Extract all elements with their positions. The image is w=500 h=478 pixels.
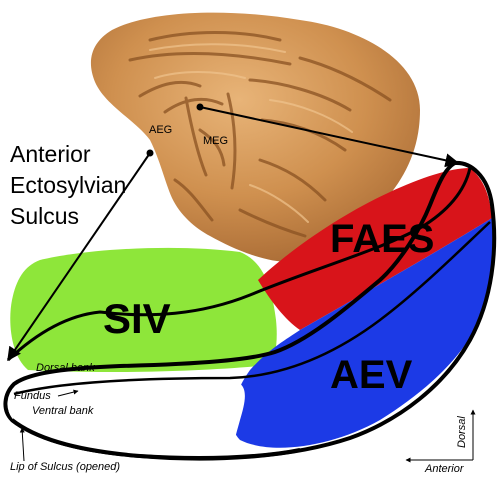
crest-line	[6, 167, 472, 362]
title-line-ectosylvian: Ectosylvian	[10, 172, 126, 198]
bank-annotations: Dorsal bank Fundus Ventral bank Lip of S…	[10, 362, 120, 473]
pointer-arrows	[6, 103, 472, 362]
lip-label: Lip of Sulcus (opened)	[10, 461, 120, 473]
sulcus-map	[3, 160, 497, 461]
region-label-faes: FAES	[330, 217, 434, 261]
brain-highlights	[149, 43, 353, 223]
meg-origin-dot	[196, 103, 204, 111]
fundus-pointer	[57, 389, 79, 397]
dorsal-label: Dorsal	[456, 416, 468, 448]
title-line-anterior: Anterior	[10, 141, 91, 167]
brain-outline	[90, 12, 421, 263]
ventral-bank-fill	[8, 380, 245, 455]
lip-pointer	[19, 427, 25, 462]
anterior-label: Anterior	[424, 463, 465, 475]
title-line-sulcus: Sulcus	[10, 203, 79, 229]
region-label-aev: AEV	[330, 353, 413, 397]
dorsal-bank-label: Dorsal bank	[36, 362, 95, 374]
arrow-meg-to-faes	[199, 106, 460, 168]
sulcus-outline	[3, 160, 497, 461]
arrow-aeg-to-lip	[7, 152, 151, 362]
aeg-label: AEG	[149, 124, 172, 136]
orientation-compass: Dorsal Anterior	[405, 409, 476, 475]
title: Anterior Ectosylvian Sulcus	[10, 141, 126, 229]
ventral-bank-edge	[10, 418, 301, 460]
meg-label: MEG	[203, 135, 228, 147]
region-label-siv: SIV	[103, 295, 171, 342]
ventral-bank-label: Ventral bank	[32, 405, 94, 417]
fundus-label: Fundus	[14, 390, 51, 402]
brain-sulci	[128, 31, 392, 238]
region-siv	[10, 247, 277, 373]
fundus-line	[13, 221, 491, 396]
aeg-origin-dot	[146, 149, 154, 157]
brain-image: AEG MEG	[90, 12, 421, 263]
